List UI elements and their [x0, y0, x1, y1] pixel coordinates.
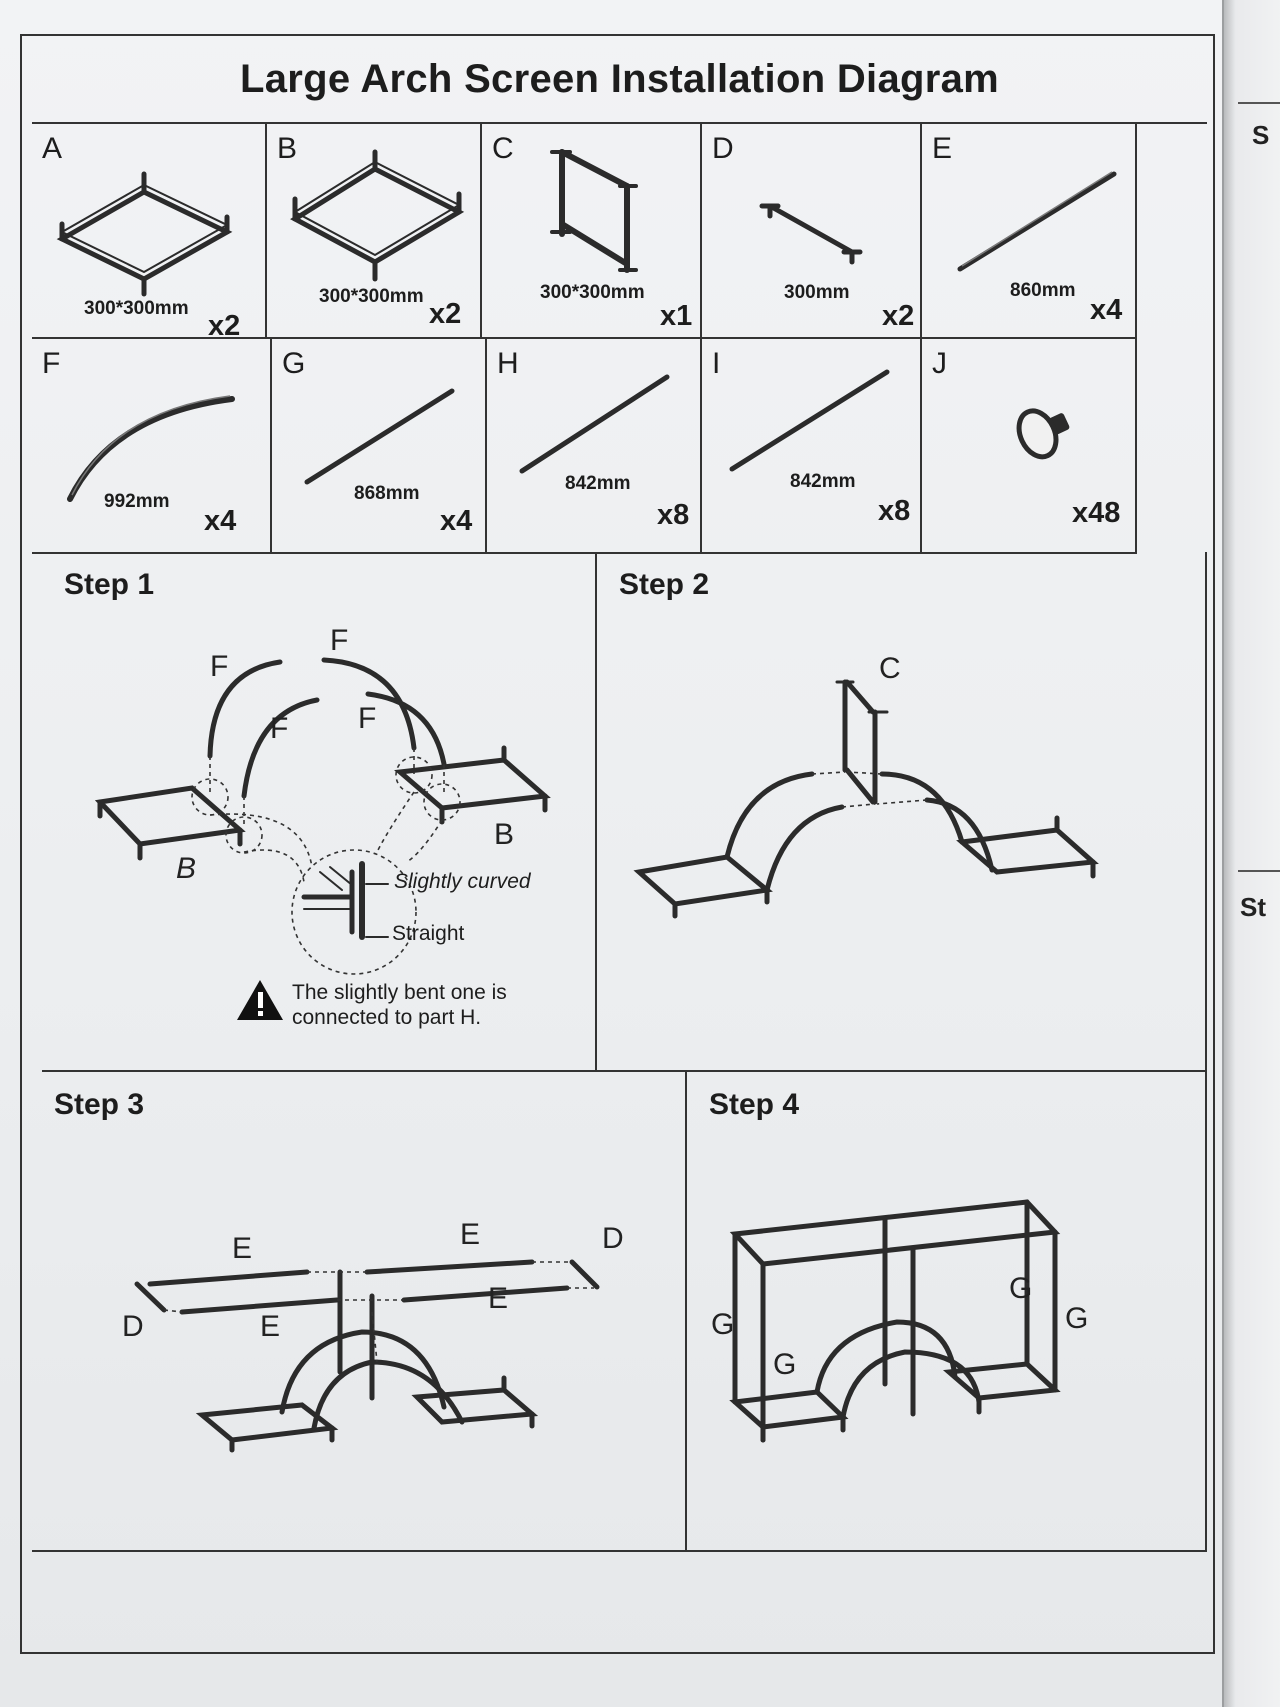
part-label: C	[879, 652, 901, 685]
part-cell-b: B 300*300mm x2	[267, 124, 482, 339]
part-dimension: 300*300mm	[84, 298, 189, 319]
bar-part-icon	[759, 203, 863, 265]
part-quantity: x2	[882, 300, 915, 332]
bar-part-icon	[729, 369, 890, 472]
part-letter: D	[712, 132, 734, 165]
step-2-illustration	[633, 679, 1099, 919]
part-quantity: x4	[440, 505, 473, 537]
frame-part-icon	[550, 149, 638, 273]
part-letter: G	[282, 347, 306, 380]
step-title: Step 3	[54, 1088, 145, 1121]
step-4-illustration	[729, 1199, 1061, 1443]
part-quantity: x8	[657, 499, 690, 531]
knob-screw-icon	[1016, 408, 1070, 460]
part-label: F	[330, 624, 349, 657]
part-dimension: 842mm	[790, 471, 856, 492]
frame-part-icon	[290, 149, 465, 282]
part-letter: I	[712, 347, 721, 380]
part-quantity: x2	[208, 310, 241, 342]
next-page-fragment: S	[1252, 120, 1270, 150]
part-dimension: 300mm	[784, 282, 850, 303]
part-letter: E	[932, 132, 953, 165]
part-cell-i: I 842mm x8	[702, 339, 922, 554]
bar-part-icon	[519, 374, 670, 474]
next-page-rule	[1238, 102, 1280, 104]
part-letter: H	[497, 347, 519, 380]
step-3-panel: Step 3	[32, 1072, 687, 1552]
part-cell-g: G 868mm x4	[272, 339, 487, 554]
part-dimension: 992mm	[104, 491, 170, 512]
bar-part-icon	[304, 388, 455, 485]
part-label: B	[176, 852, 197, 885]
part-label: G	[773, 1348, 797, 1381]
bar-part-icon	[957, 171, 1117, 272]
part-label: E	[488, 1282, 509, 1315]
part-label: E	[232, 1232, 253, 1265]
part-quantity: x1	[660, 300, 693, 332]
part-letter: J	[932, 347, 947, 380]
part-label: G	[711, 1308, 735, 1341]
part-letter: C	[492, 132, 514, 165]
part-label: F	[358, 702, 377, 735]
part-dimension: 300*300mm	[540, 282, 645, 303]
step-4-panel: Step 4 G G G G	[687, 1072, 1207, 1552]
step-title: Step 4	[709, 1088, 800, 1121]
part-letter: B	[277, 132, 298, 165]
part-cell-h: H 842mm x8	[487, 339, 702, 554]
part-cell-f: F 992mm x4	[32, 339, 272, 554]
callout-slightly-curved: Slightly curved	[394, 870, 531, 893]
part-quantity: x48	[1072, 497, 1121, 529]
part-quantity: x4	[1090, 294, 1123, 326]
part-label: F	[270, 712, 289, 745]
part-label: D	[602, 1222, 624, 1255]
part-label: D	[122, 1310, 144, 1343]
step-3-illustration	[134, 1259, 600, 1453]
part-dimension: 868mm	[354, 483, 420, 504]
curved-bar-part-icon	[67, 395, 235, 502]
part-dimension: 300*300mm	[319, 286, 424, 307]
step-2-panel: Step 2	[597, 552, 1207, 1072]
part-cell-j: J x48	[922, 339, 1137, 554]
diagram-frame: Large Arch Screen Installation Diagram A…	[20, 34, 1215, 1654]
next-page-rule	[1238, 870, 1280, 872]
part-label: G	[1009, 1272, 1033, 1305]
part-letter: A	[42, 132, 63, 165]
part-dimension: 860mm	[1010, 280, 1076, 301]
step-title: Step 1	[64, 568, 155, 601]
parts-grid: A 300*300mm x2 B	[32, 122, 1207, 554]
step-1-illustration	[94, 657, 551, 1020]
step-title: Step 2	[619, 568, 710, 601]
step-1-panel: Step 1	[42, 552, 597, 1072]
part-quantity: x4	[204, 505, 237, 537]
part-quantity: x2	[429, 298, 462, 330]
part-cell-c: C 300*300mm x1	[482, 124, 702, 339]
part-label: F	[210, 650, 229, 683]
frame-part-icon	[56, 171, 233, 297]
part-cell-d: D 300mm x2	[702, 124, 922, 339]
next-page-fragment: St	[1240, 892, 1266, 922]
part-cell-a: A 300*300mm x2	[32, 124, 267, 342]
part-label: B	[494, 818, 515, 851]
adjacent-page-edge: S St	[1222, 0, 1280, 1707]
warning-note: The slightly bent one is connected to pa…	[292, 981, 507, 1029]
part-cell-e: E 860mm x4	[922, 124, 1137, 339]
part-label: E	[260, 1310, 281, 1343]
warning-triangle-icon	[237, 980, 283, 1020]
part-label: E	[460, 1218, 481, 1251]
part-label: G	[1065, 1302, 1089, 1335]
page-title: Large Arch Screen Installation Diagram	[239, 56, 1000, 101]
instruction-sheet	[0, 0, 1222, 1707]
part-quantity: x8	[878, 495, 911, 527]
part-dimension: 842mm	[565, 473, 631, 494]
callout-straight: Straight	[392, 922, 465, 945]
part-letter: F	[42, 347, 61, 380]
